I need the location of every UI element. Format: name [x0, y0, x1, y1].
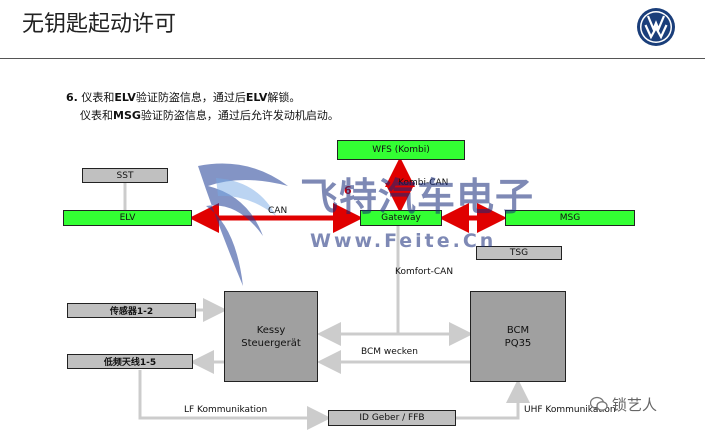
sst-box: SST: [82, 168, 168, 183]
step-number: 6.: [66, 91, 78, 104]
note2-post: 验证防盗信息，通过后允许发动机启动。: [140, 109, 339, 122]
id-geber-box: ID Geber / FFB: [328, 410, 456, 426]
lf-communication-line: [138, 370, 331, 430]
watermark-logo: [198, 163, 288, 286]
tsg-box: TSG: [476, 246, 562, 260]
bcm-control-unit: BCM PQ35: [470, 291, 566, 382]
wechat-icon: [590, 396, 608, 411]
can-label: CAN: [268, 206, 288, 216]
note1-elv: ELV: [114, 91, 136, 104]
note-line-2: 仪表和MSG验证防盗信息，通过后允许发动机启动。: [80, 107, 339, 123]
step-6-label: 6: [344, 184, 352, 197]
watermark-author: 锁艺人: [612, 396, 658, 414]
uhf-kommunikation-label: UHF Kommunikation: [524, 405, 616, 415]
wfs-kombi-box: WFS (Kombi): [337, 140, 465, 160]
elv-box: ELV: [63, 210, 192, 226]
bcm-label-2: PQ35: [504, 337, 532, 349]
note2-msg: MSG: [113, 109, 141, 122]
sensor-box: 传感器1-2: [67, 303, 196, 318]
komfort-can-label: Komfort-CAN: [395, 267, 454, 277]
note2-pre: 仪表和: [80, 109, 113, 122]
antenna-box: 低频天线1-5: [67, 354, 193, 369]
kessy-label-1: Kessy: [256, 324, 286, 336]
lf-kommunikation-label: LF Kommunikation: [184, 405, 268, 415]
header-divider: [0, 58, 705, 59]
note1-elv-2: ELV: [245, 91, 268, 104]
note1-pre: 仪表和: [77, 91, 115, 104]
kombi-can-label: Kombi-CAN: [398, 178, 449, 188]
kessy-label-2: Steuergerät: [241, 337, 301, 349]
msg-box: MSG: [505, 210, 635, 226]
page-title: 无钥匙起动许可: [22, 12, 177, 37]
uhf-communication-line: [456, 379, 530, 420]
vw-logo: [637, 8, 675, 46]
watermark-brand: 飞特汽车电子: [300, 175, 535, 219]
bcm-label-1: BCM: [506, 324, 530, 336]
note-line-1: 6. 仪表和ELV验证防盗信息，通过后ELV解锁。: [66, 89, 300, 105]
note1-mid: 验证防盗信息，通过后: [135, 91, 246, 104]
bcm-wecken-label: BCM wecken: [361, 347, 418, 357]
watermark-url: Www.Feite.Cn: [310, 230, 497, 252]
note1-post: 解锁。: [267, 91, 301, 104]
gateway-box: Gateway: [360, 210, 442, 226]
kessy-control-unit: Kessy Steuergerät: [224, 291, 318, 382]
